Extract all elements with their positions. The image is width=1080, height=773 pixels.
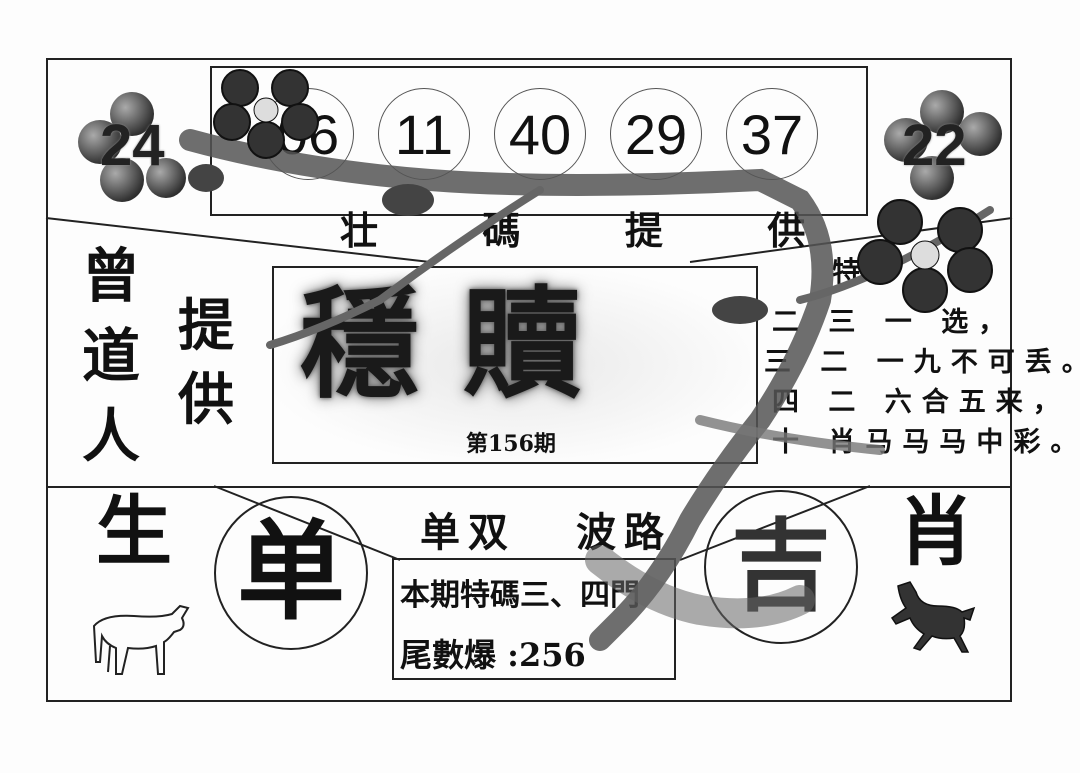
- number-ball: 29: [610, 88, 702, 180]
- ball-cluster-right: [884, 118, 928, 162]
- middle-heading-2: 波路: [576, 509, 672, 556]
- poem-line: 十 肖马马马中彩。: [772, 427, 1080, 458]
- number-ball: 37: [726, 88, 818, 180]
- right-big-char: 吉: [731, 508, 831, 625]
- note-line-1: 本期特碼三、四門: [400, 578, 640, 613]
- note-line-2: 尾數爆 :256: [400, 636, 586, 674]
- poem-line: 四 二 六合五来，: [772, 387, 1070, 418]
- left-vertical-text-1: 曾道人: [82, 242, 141, 470]
- number-ball: 11: [378, 88, 470, 180]
- issue-label: 第156期: [466, 431, 556, 457]
- single-circle: 单: [214, 496, 368, 650]
- left-bottom-char: 生: [96, 487, 172, 576]
- number-ball: 40: [494, 88, 586, 180]
- poem-line: 三 二 一九不可丢。: [764, 347, 1080, 378]
- ball-cluster-right: [910, 156, 954, 200]
- left-vertical-text-2: 提供: [178, 294, 234, 433]
- ball-cluster-left: [100, 158, 144, 202]
- number-ball: 06: [262, 88, 354, 180]
- right-circle: 吉: [704, 490, 858, 644]
- horse-icon: [890, 581, 976, 653]
- middle-heading-1: 单双: [420, 509, 516, 556]
- ox-icon: [92, 604, 190, 675]
- ball-cluster-right: [920, 90, 964, 134]
- poem-line: 二 三 一 选，: [772, 307, 1016, 338]
- ball-cluster-right: [958, 112, 1002, 156]
- right-bottom-char: 肖: [898, 487, 974, 576]
- center-title: 穩 贖: [300, 274, 582, 415]
- header-subtitle: 壮 碼 提 供: [340, 208, 832, 253]
- left-number: 24: [100, 113, 165, 178]
- outer-frame: [46, 58, 1012, 702]
- single-char: 单: [236, 510, 345, 635]
- right-number: 22: [902, 113, 967, 178]
- ball-cluster-left: [78, 120, 122, 164]
- poem-heading: 特: [832, 255, 861, 288]
